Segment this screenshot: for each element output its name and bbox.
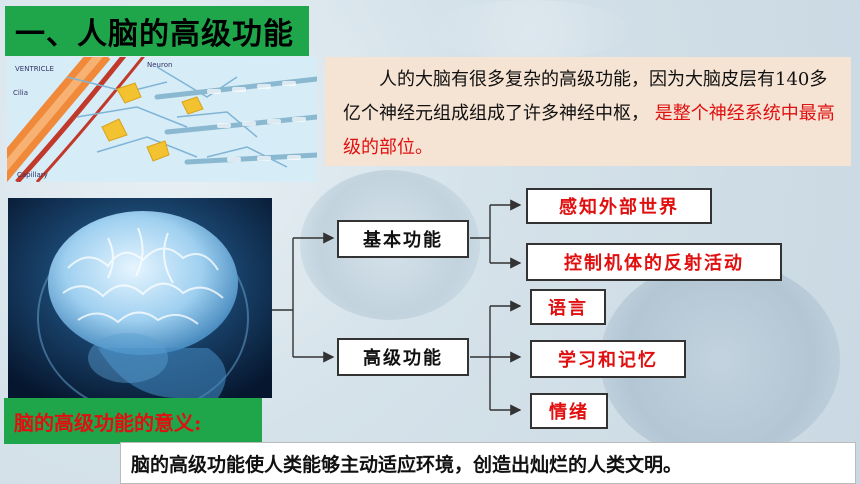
neuron-illustration: VENTRICLE Cilia Neuron Capillary: [7, 57, 317, 182]
node-emotion: 情绪: [530, 393, 608, 429]
node-basic-function: 基本功能: [337, 220, 469, 258]
page-title: 一、人脑的高级功能: [5, 6, 309, 56]
neuron-diagram: VENTRICLE Cilia Neuron Capillary: [7, 57, 317, 182]
node-language: 语言: [530, 289, 606, 325]
meaning-text: 脑的高级功能使人类能够主动适应环境，创造出灿烂的人类文明。: [120, 442, 856, 484]
meaning-label: 脑的高级功能的意义:: [4, 398, 262, 444]
node-reflex-control: 控制机体的反射活动: [526, 243, 782, 281]
neuron-label-capillary: Capillary: [17, 171, 48, 179]
intro-highlight: 是整个神经系统中最高级的部位。: [343, 103, 835, 158]
intro-paragraph: 人的大脑有很多复杂的高级功能，因为大脑皮层有140多亿个神经元组成组成了许多神经…: [325, 57, 851, 166]
node-learning-memory: 学习和记忆: [530, 340, 686, 378]
node-advanced-function: 高级功能: [337, 338, 469, 376]
brain-illustration: [8, 198, 272, 398]
brain-image: [8, 198, 272, 398]
node-perceive-world: 感知外部世界: [526, 188, 712, 224]
neuron-label-neuron: Neuron: [147, 61, 172, 69]
neuron-label-cilia: Cilia: [13, 89, 28, 97]
neuron-label-ventricle: VENTRICLE: [15, 65, 54, 73]
intro-text: 人的大脑有很多复杂的高级功能，因为大脑皮层有140多亿个神经元组成组成了许多神经…: [343, 69, 828, 124]
